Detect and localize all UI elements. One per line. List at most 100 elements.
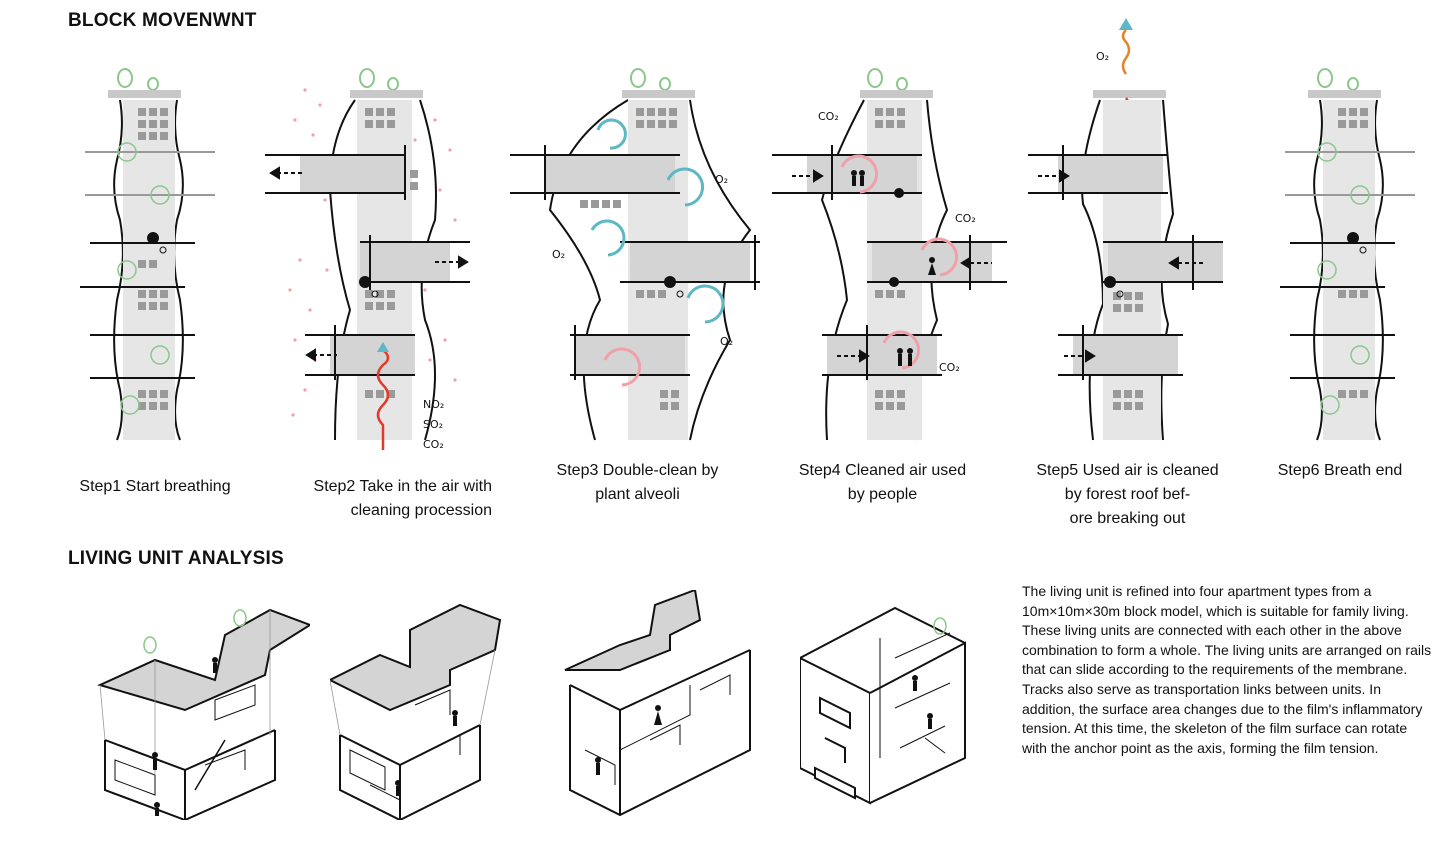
- step-2-caption: Step2 Take in the air with cleaning proc…: [313, 478, 492, 519]
- block-core: [1323, 100, 1375, 440]
- sliding-unit: [330, 335, 415, 375]
- interior-furniture: [114, 684, 256, 796]
- membrane-left: [1081, 99, 1105, 441]
- step-5-diagram: O₂: [1028, 14, 1223, 450]
- gas-label: O₂: [720, 335, 733, 348]
- window-grid: [580, 108, 679, 410]
- person-icon: [152, 657, 218, 816]
- step-3-caption: Step3 Double-clean by plant alveoli: [556, 462, 719, 503]
- living-unit-title: LIVING UNIT ANALYSIS: [68, 548, 284, 569]
- unit-volume: [569, 649, 751, 817]
- anchor-gear-icon: [1347, 232, 1367, 254]
- interior-furniture: [584, 674, 731, 785]
- anchor-gear-icon: [1104, 276, 1124, 298]
- unit-volume: [799, 606, 966, 805]
- membrane-left: [548, 99, 629, 441]
- clean-air-stream: [1121, 29, 1131, 75]
- air-flow-arrow: [792, 169, 992, 363]
- air-flow-arrow: [1038, 169, 1203, 363]
- step-4-caption: Step4 Cleaned air used by people: [798, 462, 967, 503]
- pollution-particles: [288, 88, 457, 417]
- person-icon: [595, 705, 662, 775]
- arrow-up-icon: [1119, 18, 1133, 30]
- roof-slab: [1308, 90, 1381, 98]
- anchor-gear-icon: [359, 276, 379, 298]
- sliding-unit: [1058, 155, 1163, 193]
- living-unit-type-4: [799, 598, 970, 828]
- roof-slab: [108, 90, 181, 98]
- roof-slab: [350, 90, 423, 98]
- step-5-caption: Step5 Used air is cleaned by forest roof…: [1036, 462, 1219, 527]
- sliding-unit: [545, 155, 675, 193]
- unit-volume: [104, 729, 276, 822]
- sliding-unit: [827, 335, 937, 375]
- tree-icon: [359, 68, 399, 91]
- gas-label: O₂: [715, 173, 728, 186]
- floor-rails: [1280, 151, 1415, 379]
- block-movement-title: BLOCK MOVENWNT: [68, 10, 257, 31]
- gas-label: CO₂: [818, 110, 839, 123]
- gas-label: SO₂: [423, 418, 443, 431]
- unit-volume: [339, 724, 481, 822]
- anchor-gear-icon: [889, 188, 904, 287]
- step-2-diagram: NO₂ SO₂ CO₂: [265, 60, 470, 451]
- person-icon: [851, 170, 936, 366]
- step-6-diagram: [1275, 60, 1425, 450]
- gas-label: CO₂: [955, 212, 976, 225]
- window-grid: [1113, 292, 1143, 410]
- anchor-gear-icon: [147, 232, 167, 254]
- roof-plate: [97, 608, 313, 712]
- floor-rails: [80, 151, 215, 379]
- interior-furniture: [879, 632, 951, 758]
- living-unit-type-3: [560, 588, 760, 820]
- tree-icon: [143, 609, 247, 654]
- window-grid: [1338, 108, 1368, 398]
- floor-rails: [265, 145, 470, 380]
- plant-alveoli: [1317, 142, 1370, 415]
- tree-icon: [867, 68, 908, 91]
- person-icon: [912, 675, 933, 729]
- window-slot: [814, 696, 856, 800]
- gas-label: O₂: [1096, 50, 1109, 63]
- arrow-up-icon: [377, 342, 389, 352]
- air-flow-arrow: [269, 166, 469, 362]
- window-grid: [365, 108, 418, 398]
- roof-slab: [1093, 90, 1166, 98]
- step-6-caption: Step6 Breath end: [1277, 462, 1403, 479]
- sliding-unit: [300, 155, 405, 193]
- living-unit-description: The living unit is refined into four apa…: [1022, 583, 1432, 756]
- gas-label: O₂: [552, 248, 565, 261]
- floor-rails: [1028, 145, 1223, 380]
- roof-slab: [860, 90, 933, 98]
- step-3-diagram: O₂ O₂ O₂: [510, 60, 760, 450]
- membrane-left: [328, 99, 356, 441]
- block-core: [123, 100, 175, 440]
- step-1-diagram: [75, 60, 225, 450]
- sliding-unit: [630, 242, 750, 282]
- polluted-air-stream: [376, 349, 390, 450]
- tree-icon: [630, 68, 671, 91]
- person-icon: [395, 710, 458, 796]
- tree-icon: [117, 68, 159, 91]
- window-grid: [875, 108, 905, 410]
- gas-label: CO₂: [423, 438, 444, 451]
- tree-icon: [1317, 68, 1359, 91]
- step-4-diagram: CO₂ CO₂ CO₂: [772, 60, 1007, 450]
- window-grid: [138, 108, 168, 410]
- gas-label: NO₂: [423, 398, 444, 411]
- anchor-gear-icon: [664, 276, 684, 298]
- floor-rails: [510, 145, 760, 380]
- tree-icon: [933, 617, 947, 635]
- membrane-left: [1313, 99, 1324, 441]
- roof-plate: [564, 588, 702, 671]
- membrane-left: [113, 99, 124, 441]
- living-unit-type-1: [95, 590, 313, 822]
- sliding-unit: [575, 335, 685, 375]
- membrane-left: [820, 99, 865, 441]
- plant-cycle-icon: [603, 347, 642, 387]
- living-unit-type-2: [327, 595, 505, 822]
- roof-plate: [327, 603, 502, 712]
- sliding-unit: [1108, 242, 1223, 282]
- plant-alveoli: [117, 142, 170, 415]
- interior-furniture: [349, 689, 461, 801]
